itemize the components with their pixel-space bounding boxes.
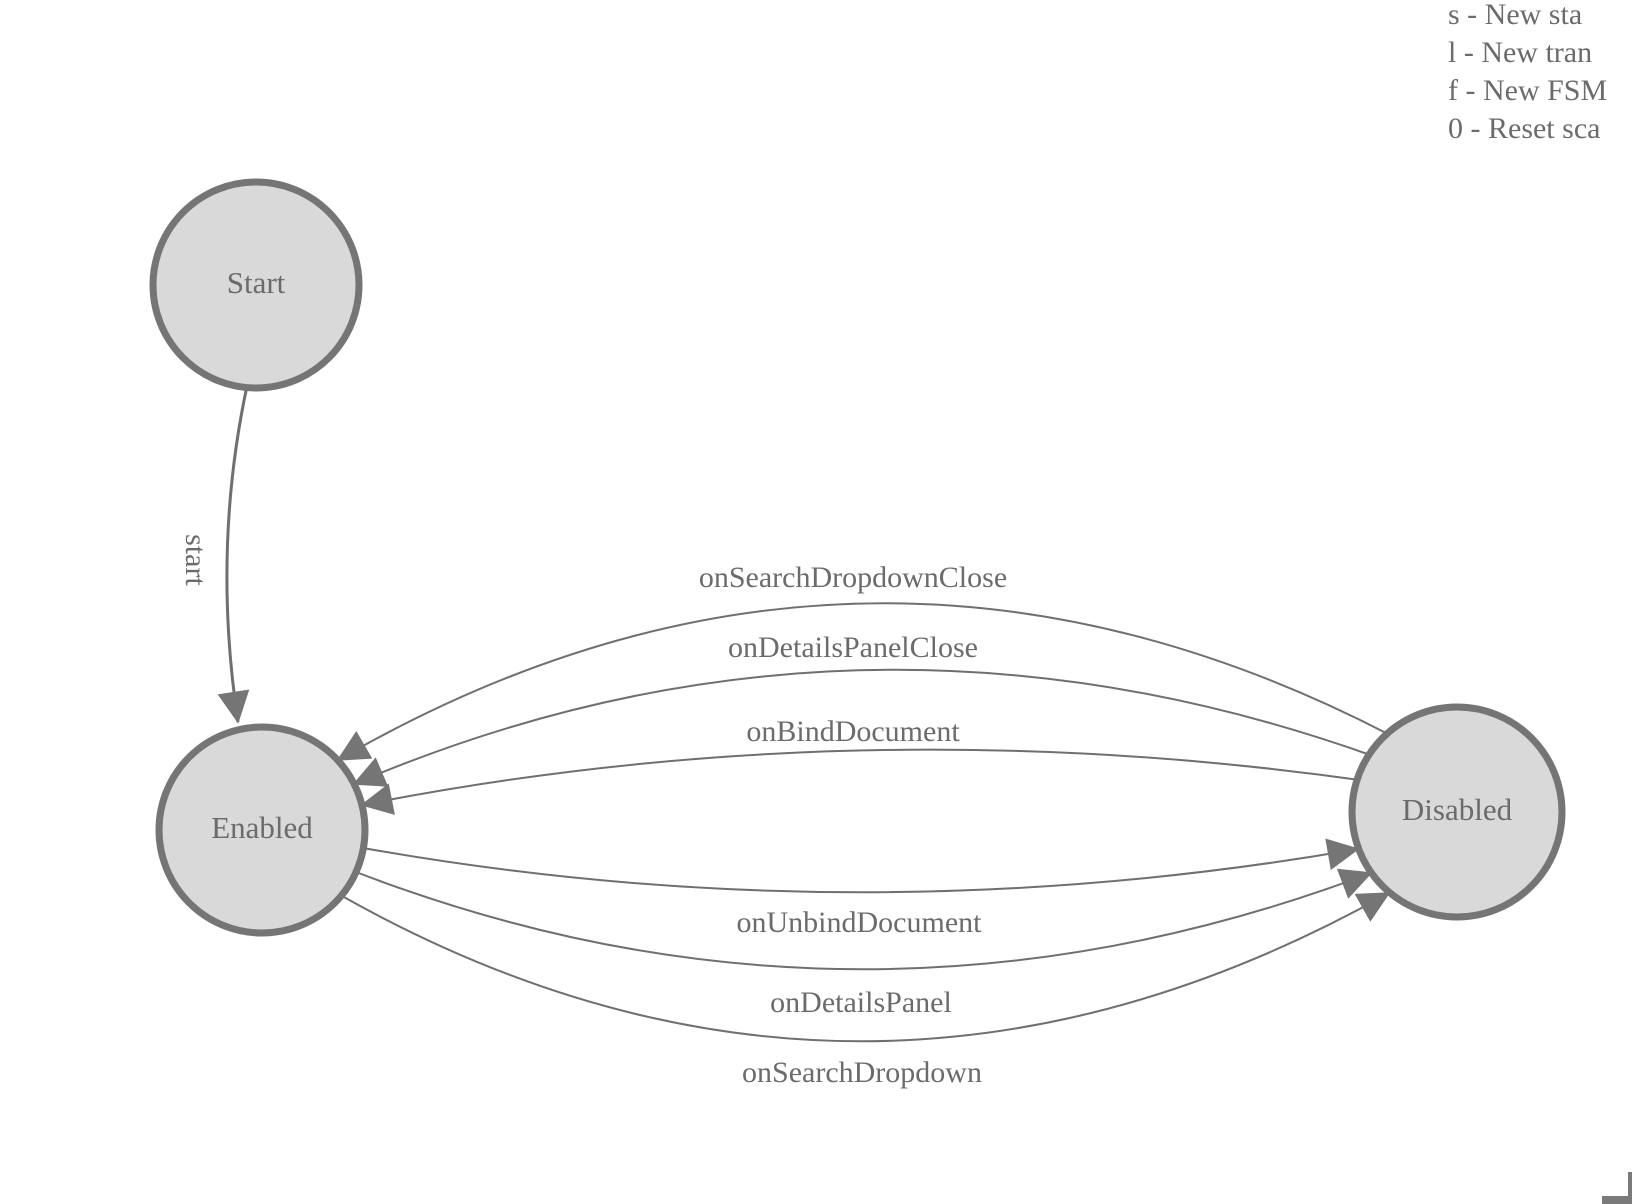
state-node-disabled[interactable] xyxy=(1348,703,1566,921)
state-label-enabled: Enabled xyxy=(211,810,313,845)
edge-label-onsearchdropdownclose: onSearchDropdownClose xyxy=(698,561,1008,594)
edge-label-onunbinddocument: onUnbindDocument xyxy=(736,906,982,939)
edge-ondetailspanel[interactable] xyxy=(355,868,1373,971)
state-label-start: Start xyxy=(226,265,286,300)
canvas-corner-frame-vertical xyxy=(1628,1172,1632,1204)
legend-line-new-transition: l - New tran xyxy=(1448,36,1593,69)
canvas-corner-frame-horizontal xyxy=(1602,1196,1632,1204)
edge-label-onsearchdropdown: onSearchDropdown xyxy=(742,1056,982,1089)
edge-onsearchdropdownclose[interactable] xyxy=(336,602,1389,761)
legend-line-new-state: s - New sta xyxy=(1448,0,1583,31)
edge-label-ondetailspanel: onDetailsPanel xyxy=(770,986,952,1019)
edge-onsearchdropdown[interactable] xyxy=(341,892,1391,1043)
state-label-disabled: Disabled xyxy=(1401,792,1513,827)
edge-onunbinddocument[interactable] xyxy=(362,838,1360,894)
legend-line-reset: 0 - Reset sca xyxy=(1448,112,1601,145)
edge-onbinddocument[interactable] xyxy=(360,748,1368,815)
edge-ondetailspanelclose[interactable] xyxy=(352,668,1377,787)
legend-line-new-fsm: f - New FSM xyxy=(1448,74,1608,107)
edge-label-ondetailspanelclose: onDetailsPanelClose xyxy=(728,631,978,664)
shortcut-legend: s - New sta l - New tran f - New FSM 0 -… xyxy=(1448,0,1607,148)
state-node-enabled[interactable] xyxy=(155,723,369,937)
state-node-start[interactable] xyxy=(149,178,363,392)
edge-start[interactable] xyxy=(217,385,250,724)
edge-label-onbinddocument: onBindDocument xyxy=(746,715,960,748)
edge-label-start: start xyxy=(179,534,212,586)
